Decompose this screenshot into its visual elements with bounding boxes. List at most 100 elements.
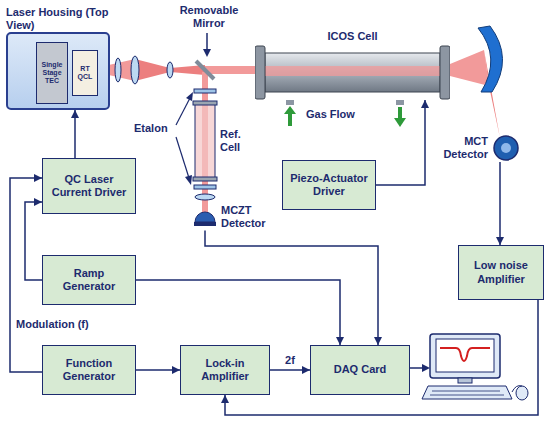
leader-line (176, 98, 190, 125)
cell-body (255, 45, 450, 100)
gas-arrow (398, 107, 402, 119)
signal-head (422, 364, 430, 372)
node-label: Piezo-Actuator Driver (286, 172, 372, 198)
cell-tube (265, 53, 440, 92)
pointer-line (206, 33, 208, 50)
connector-line (205, 230, 378, 345)
node-heading: ICOS Cell (255, 30, 450, 43)
arrowhead (172, 366, 180, 374)
node-label: MCT Detector (434, 135, 488, 161)
connector-line (136, 280, 340, 345)
node-label: MCZT Detector (221, 204, 275, 230)
connector-line (376, 100, 425, 185)
arrowhead (71, 110, 79, 118)
cell-window (193, 101, 217, 105)
node-label: Function Generator (46, 357, 132, 383)
node-label: Ramp Generator (46, 267, 132, 293)
arrowhead (421, 100, 429, 108)
part-label: Ref. Cell (220, 128, 254, 154)
detector-window (501, 143, 511, 153)
node-label: QC Laser Current Driver (46, 173, 132, 199)
pointer-head (203, 49, 211, 57)
icos-cell: ICOS Cell (255, 45, 450, 100)
arrowhead (336, 337, 344, 345)
process-box: QC Laser Current Driver (42, 158, 136, 214)
connector (270, 366, 310, 374)
gas-arrow (284, 106, 296, 114)
tec-stage: Single Stage TEC (36, 42, 68, 104)
process-box: Ramp Generator (42, 255, 136, 305)
etalon-plate (194, 89, 216, 93)
keyboard-keys (432, 391, 500, 392)
reference-cell (195, 104, 215, 178)
arrowhead (221, 395, 229, 403)
part-label: Modulation (f) (16, 318, 89, 331)
detector-symbol (492, 134, 520, 162)
connector (205, 230, 382, 345)
node-label: Single Stage TEC (38, 61, 66, 85)
lens (195, 194, 215, 200)
node-label: Low noise Amplifier (462, 259, 540, 285)
gas-port (286, 100, 294, 105)
screen-signal (440, 348, 490, 361)
computer (422, 334, 528, 400)
detector: MCT Detector (434, 134, 520, 162)
arrowhead (374, 337, 382, 345)
detector-base (194, 222, 216, 226)
cell-mirror-mount (440, 46, 450, 99)
gas-arrow (394, 118, 406, 127)
connector (376, 100, 429, 185)
beam (205, 66, 255, 74)
connector-line (499, 162, 501, 245)
monitor-stand (458, 378, 472, 383)
screen (436, 339, 494, 372)
detector-body (494, 136, 518, 160)
node-label: RT QCL (74, 65, 96, 81)
arrowhead (34, 198, 42, 206)
connector (136, 280, 344, 345)
part-label: Removable Mirror (168, 4, 250, 30)
beam (450, 50, 489, 86)
parabolic-mirror (478, 26, 503, 92)
process-box: Lock-in Amplifier (180, 345, 270, 395)
lens (131, 56, 139, 84)
process-box: Function Generator (42, 345, 136, 395)
signal-label: 2f (284, 354, 296, 367)
signal-wire (410, 367, 423, 369)
laser-housing: Laser Housing (Top View)Single Stage TEC… (6, 32, 110, 110)
keyboard (422, 386, 512, 399)
detector: MCZT Detector (193, 204, 275, 230)
lens (115, 58, 121, 82)
connector (25, 198, 42, 280)
monitor (430, 334, 500, 378)
node-label: Lock-in Amplifier (184, 357, 266, 383)
process-box: Piezo-Actuator Driver (282, 160, 376, 210)
detector-symbol (193, 207, 217, 227)
beam (265, 66, 440, 76)
connector (10, 174, 42, 372)
beam (135, 59, 170, 81)
node-heading: Laser Housing (Top View) (6, 6, 110, 32)
node-label: DAQ Card (334, 363, 387, 376)
process-box: DAQ Card (310, 345, 410, 395)
arrowhead (496, 237, 504, 245)
connector (136, 366, 180, 374)
process-box: Low noise Amplifier (458, 245, 544, 300)
part-label: Gas Flow (306, 108, 355, 121)
mouse (516, 386, 528, 400)
cell-mirror-mount (255, 46, 265, 99)
connector-line (10, 178, 42, 372)
part-label: Etalon (134, 122, 168, 135)
laser-chip: RT QCL (72, 50, 98, 96)
leader-line (176, 137, 189, 178)
leader-head (186, 92, 193, 101)
etalon-plate (194, 185, 216, 189)
arrowhead (34, 174, 42, 182)
connector-line (25, 202, 42, 280)
connector (71, 110, 79, 158)
lens (167, 62, 173, 78)
gas-port (396, 100, 404, 105)
keyboard-keys (430, 395, 504, 396)
cell-window (193, 177, 217, 181)
